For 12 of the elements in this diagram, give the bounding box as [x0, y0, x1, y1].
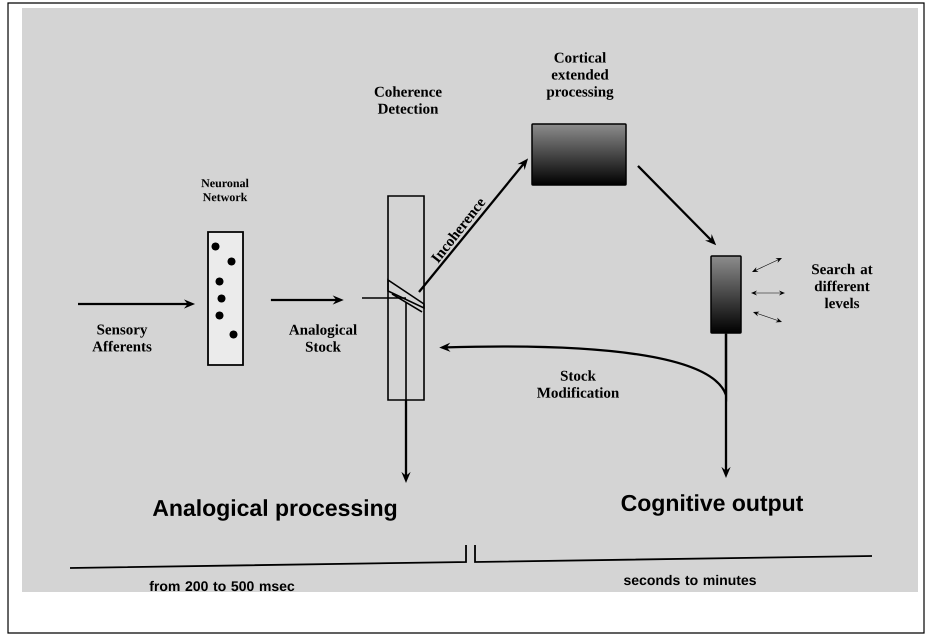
side-note: seconds to minutes — [624, 574, 756, 586]
box-title: Cortical extended processing — [546, 52, 614, 100]
edge-label: Sensory Afferents — [92, 324, 152, 352]
section-heading: Cognitive output — [622, 494, 804, 516]
edge-label: Analogical Stock — [288, 324, 357, 352]
side-note: from 200 to 500 msec — [149, 580, 294, 592]
box-title: Neuronal Network — [201, 178, 249, 202]
side-note: Search at different levels — [812, 264, 873, 308]
section-heading: Analogical processing — [152, 499, 396, 521]
edge-label: Stock Modification — [537, 370, 620, 398]
box-title: Coherence Detection — [374, 86, 442, 114]
processing-box — [710, 255, 742, 334]
